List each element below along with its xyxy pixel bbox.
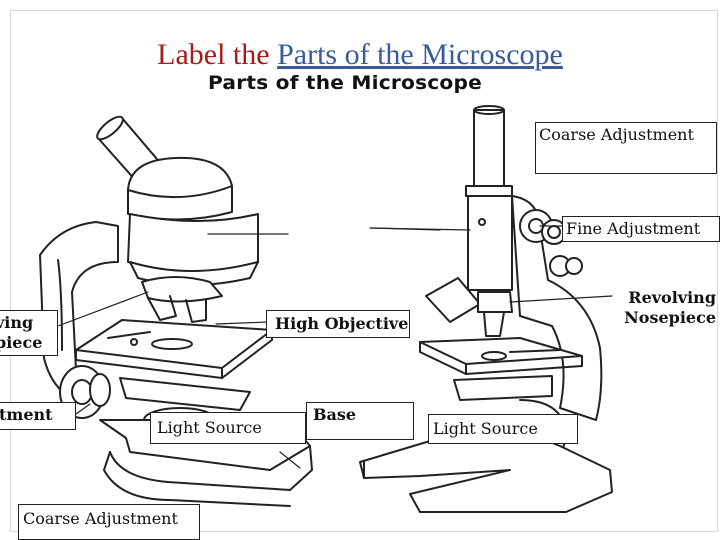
diagram-heading: Parts of the Microscope [208, 72, 482, 94]
label-coarse-adjustment-bottom: Coarse Adjustment [18, 504, 200, 540]
label-light-source-left: Light Source [150, 412, 306, 444]
leader-lines [57, 225, 613, 469]
label-fine-adjustment: Fine Adjustment [562, 216, 720, 242]
title-prefix: Label the [157, 38, 278, 71]
slide-title: Label the Parts of the Microscope [0, 38, 720, 72]
label-adjustment-left: tment [0, 402, 76, 430]
left-microscope [39, 115, 313, 507]
label-base: Base [306, 402, 414, 440]
slide-frame [10, 10, 718, 532]
label-revolving-nosepiece-left: ving piece [0, 310, 58, 356]
label-high-objective: High Objective [266, 310, 410, 338]
label-revolving-nosepiece: Revolving Nosepiece [624, 288, 716, 327]
label-coarse-adjustment-top: Coarse Adjustment [535, 122, 717, 174]
title-link[interactable]: Parts of the Microscope [277, 38, 563, 71]
label-light-source-right: Light Source [428, 414, 578, 444]
